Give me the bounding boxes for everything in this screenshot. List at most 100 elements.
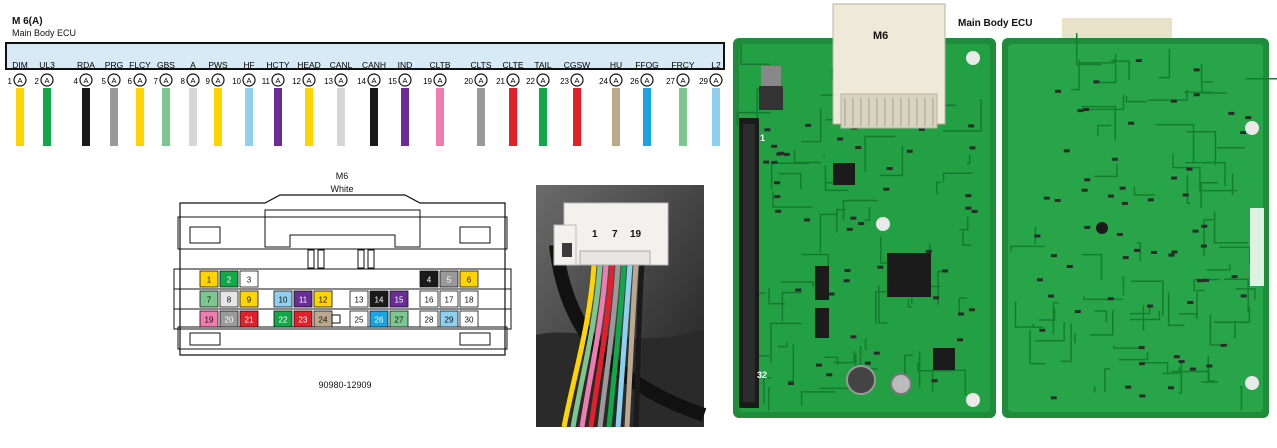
connector-lock-tab xyxy=(189,226,221,244)
pcb-component xyxy=(1193,93,1200,97)
cavity-box xyxy=(459,270,479,288)
pcb-component xyxy=(933,296,940,300)
pin-marker-circle xyxy=(398,73,412,87)
pcb-component xyxy=(918,127,925,131)
pcb-trace xyxy=(1029,329,1046,365)
pcb-trace xyxy=(1035,321,1065,342)
pcb-trace xyxy=(1142,362,1169,373)
pcb-trace xyxy=(1130,310,1161,321)
pin-marker-text: A xyxy=(275,76,280,85)
pcb-component xyxy=(1125,385,1132,389)
pcb-trace xyxy=(1131,280,1164,316)
pin-number: 2 xyxy=(35,77,40,86)
connector-lower-frame xyxy=(177,326,508,350)
cavity-box xyxy=(349,310,369,328)
pcb-trace xyxy=(1235,288,1256,300)
pin-marker-circle xyxy=(506,73,520,87)
cavity-10: 10 xyxy=(273,290,293,308)
pcb-component xyxy=(1048,294,1055,298)
pin-marker-text: A xyxy=(713,76,718,85)
cavity-box xyxy=(219,310,239,328)
pcb-trace xyxy=(1239,386,1243,411)
pin-number: 8 xyxy=(181,77,186,86)
pcb-component xyxy=(969,146,976,150)
pcb-trace xyxy=(1090,310,1114,336)
cavity-16: 16 xyxy=(419,290,439,308)
cavity-box xyxy=(459,310,479,328)
pin-marker-text: A xyxy=(478,76,483,85)
pcb-trace xyxy=(1052,302,1060,335)
plug-wire xyxy=(561,264,597,428)
connector-name: Main Body ECU xyxy=(12,28,77,38)
pin-label: HEAD xyxy=(297,60,321,70)
pin-marker-text: A xyxy=(137,76,142,85)
cavity-27: 27 xyxy=(389,310,409,328)
cavity-1: 1 xyxy=(199,270,219,288)
pcb-component xyxy=(783,152,790,156)
connector-lock-tab xyxy=(459,226,491,244)
pcb-trace xyxy=(907,298,913,308)
pin-number: 29 xyxy=(699,77,708,86)
pcb-trace xyxy=(1162,367,1181,375)
cavity-number: 24 xyxy=(319,316,328,325)
pcb-trace xyxy=(1081,105,1116,141)
pcb-component xyxy=(858,222,865,226)
pcb-trace xyxy=(833,351,855,364)
pcb-trace xyxy=(778,172,802,190)
pcb-component xyxy=(906,149,913,153)
pcb-trace xyxy=(1136,242,1142,262)
pcb-component xyxy=(795,288,802,292)
cavity-number: 30 xyxy=(465,316,474,325)
pcb-component xyxy=(1050,396,1057,400)
pcb-trace xyxy=(1231,173,1234,195)
cavity-row-3 xyxy=(173,308,512,330)
pcb-component xyxy=(1193,68,1200,72)
pin-number: 12 xyxy=(292,77,301,86)
cavity-box xyxy=(389,310,409,328)
pin-marker-circle xyxy=(40,73,54,87)
pin-label: CANL xyxy=(330,60,353,70)
pcb-component xyxy=(1192,229,1199,233)
pcb-component xyxy=(1107,297,1114,301)
pcb-component xyxy=(844,268,851,272)
pcb-component xyxy=(843,279,850,283)
pcb-trace xyxy=(763,377,772,404)
cavity-number: 14 xyxy=(375,296,384,305)
pin-number: 10 xyxy=(232,77,241,86)
pcb-trace xyxy=(959,216,969,231)
pcb-trace xyxy=(1010,245,1045,252)
pcb-component xyxy=(855,146,862,150)
pcb-trace xyxy=(1121,276,1125,296)
cavity-box xyxy=(419,290,439,308)
pcb-trace xyxy=(736,111,771,127)
cavity-number: 15 xyxy=(395,296,404,305)
pin-label: CANH xyxy=(362,60,386,70)
pin-marker-text: A xyxy=(371,76,376,85)
pcb-trace xyxy=(864,338,868,350)
pcb-trace xyxy=(1193,278,1220,292)
pin-label: L2 xyxy=(711,60,721,70)
pcb-trace xyxy=(879,145,904,177)
pcb-component xyxy=(1206,364,1213,368)
cavity-23: 23 xyxy=(293,310,313,328)
pcb-trace xyxy=(842,199,878,220)
pcb-trace xyxy=(787,344,795,383)
pin-label: RDA xyxy=(77,60,95,70)
cavity-25: 25 xyxy=(349,310,369,328)
pcb-component xyxy=(764,128,771,132)
connector-latch xyxy=(264,209,421,248)
pcb-component xyxy=(1203,278,1210,282)
pin-number: 21 xyxy=(496,77,505,86)
pcb-trace xyxy=(1196,289,1206,319)
pin-number: 4 xyxy=(74,77,79,86)
pin-number: 15 xyxy=(388,77,397,86)
pcb-trace xyxy=(1186,131,1217,166)
pin-marker-text: A xyxy=(111,76,116,85)
pcb-trace xyxy=(1246,77,1277,80)
